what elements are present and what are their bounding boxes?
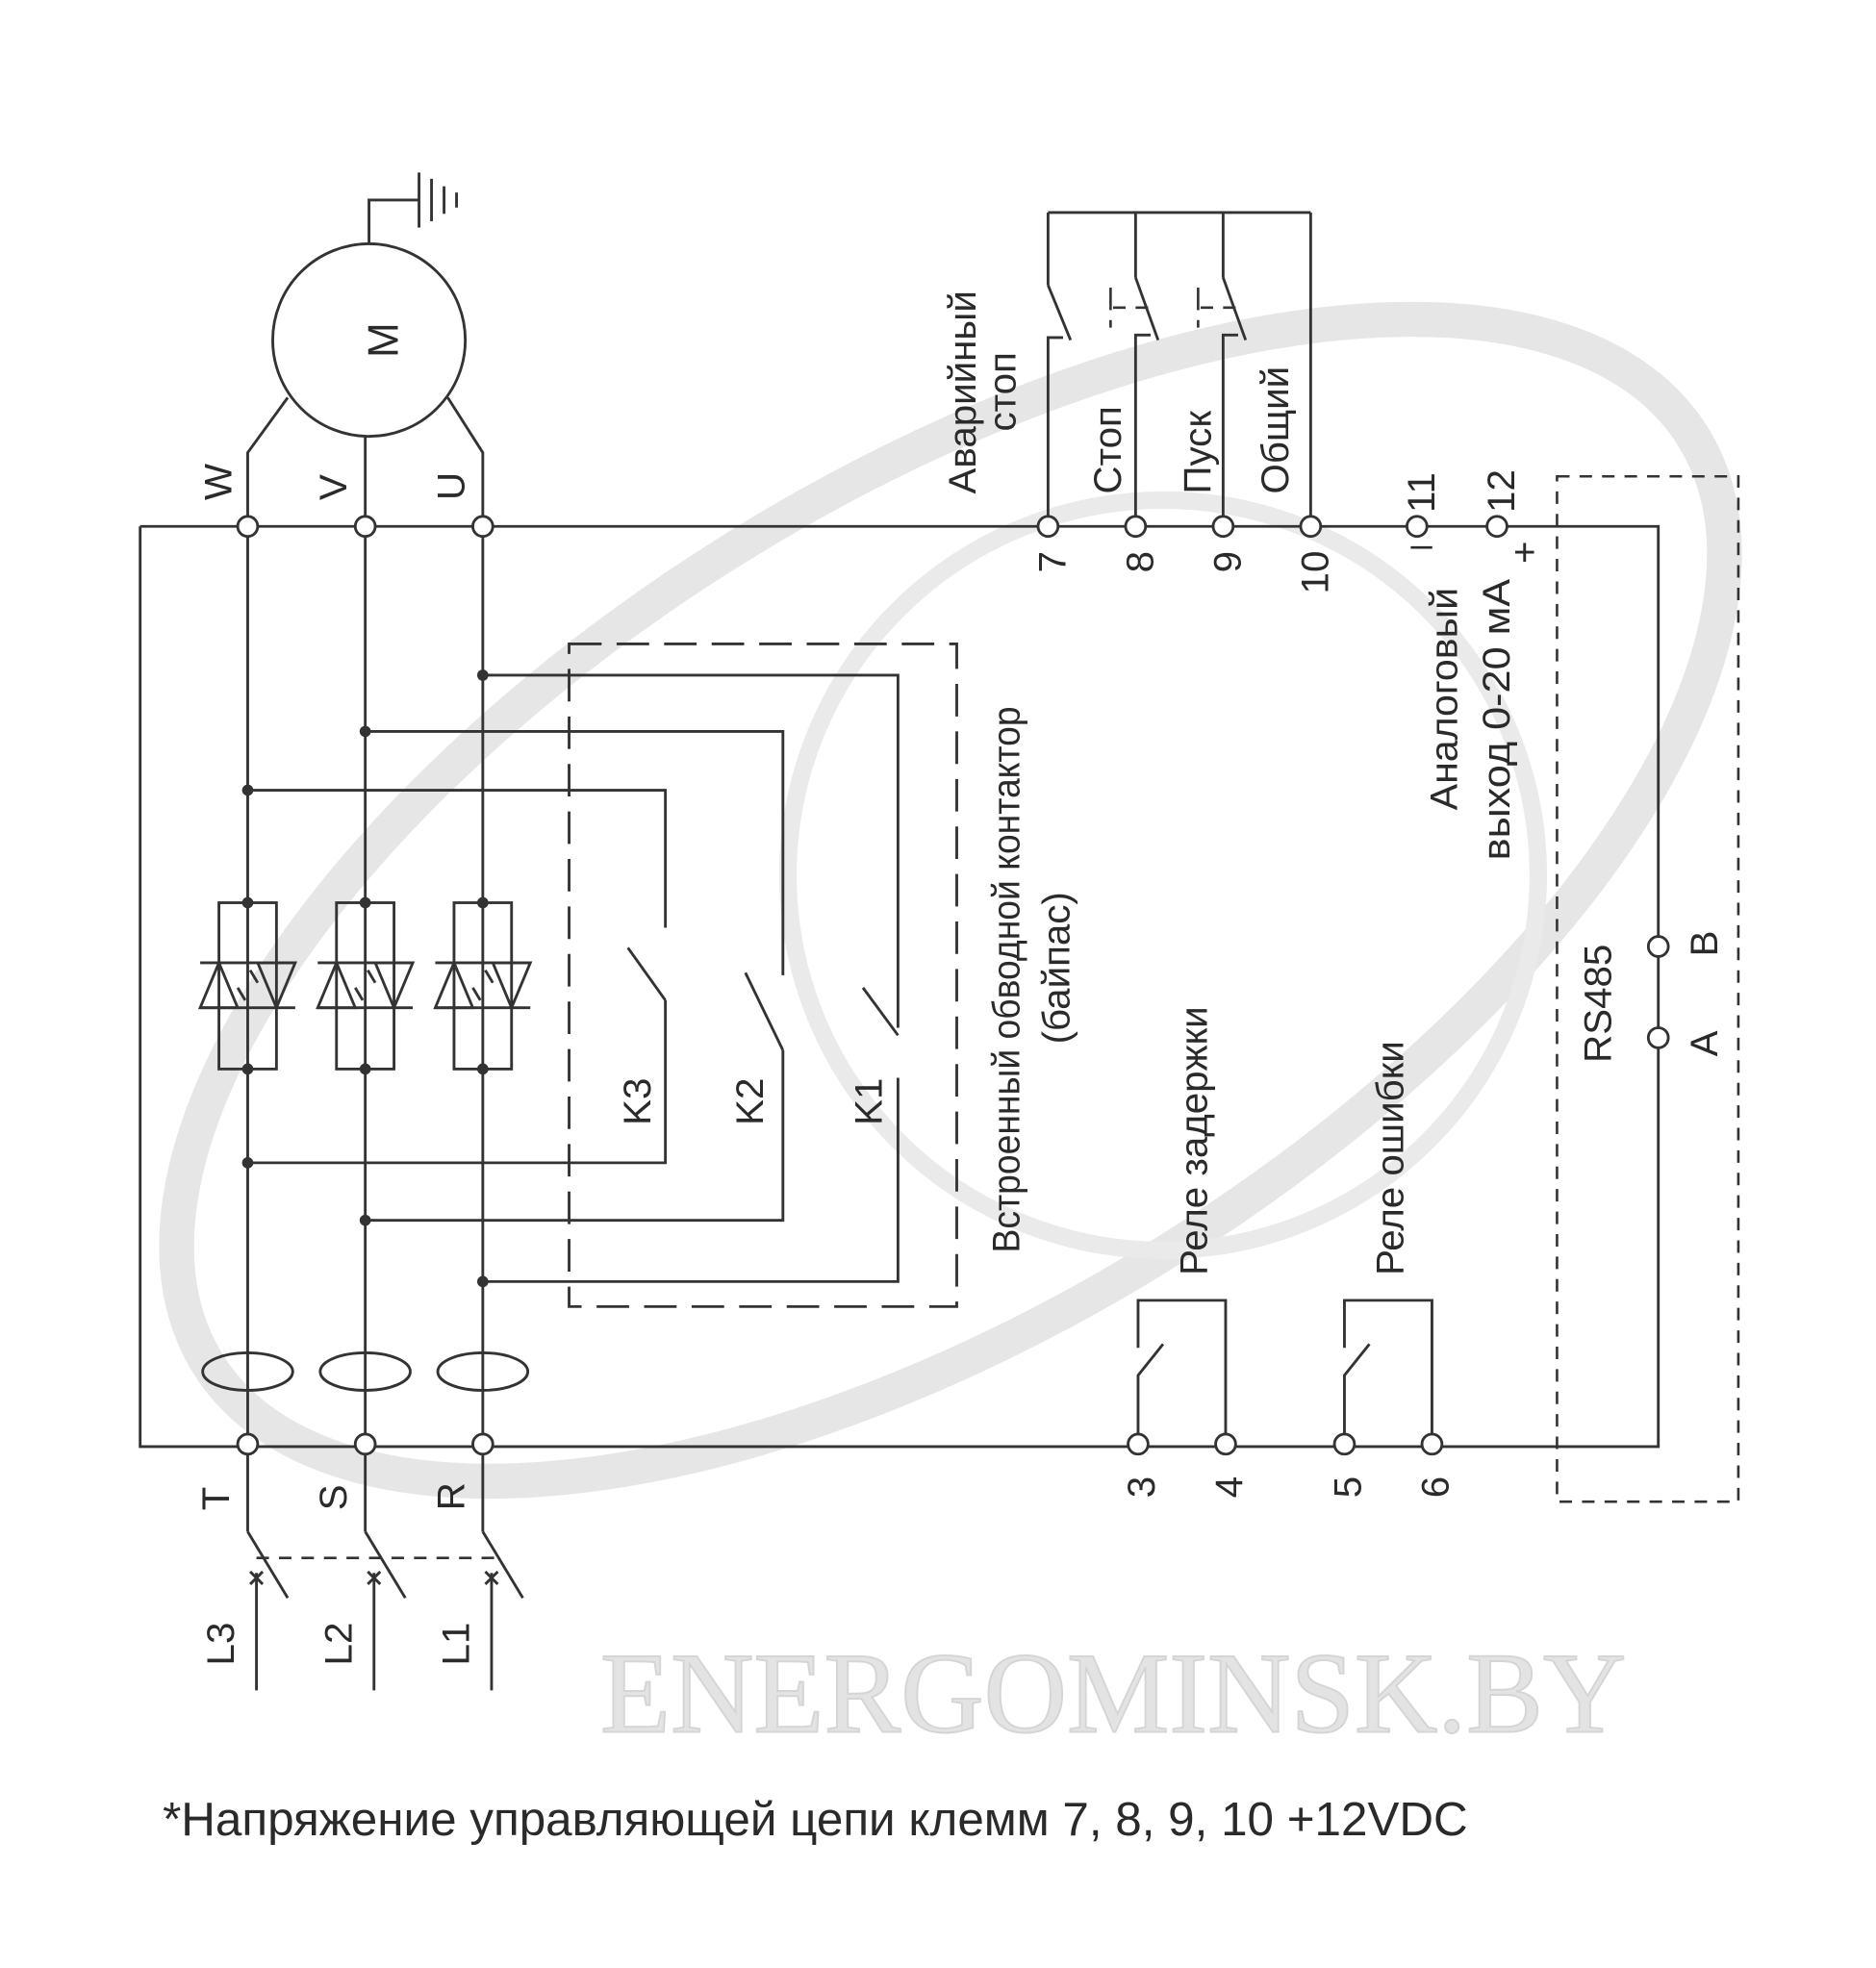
rs485-label: RS485 (1576, 945, 1619, 1063)
input-breaker (246, 1530, 524, 1691)
line-label-l3: L3 (199, 1623, 242, 1666)
control-buttons (1046, 211, 1312, 527)
common-label: Общий (1254, 366, 1297, 494)
delay-relay-label: Реле задержки (1172, 1006, 1215, 1275)
plus-sign: + (1513, 531, 1536, 574)
terminal-icon (1127, 1432, 1150, 1456)
line-label-l1: L1 (435, 1623, 478, 1666)
relay-contacts (1136, 1299, 1433, 1447)
terminal-number-11: 11 (1400, 472, 1443, 513)
terminal-number-8: 8 (1119, 551, 1162, 572)
terminal-number-4: 4 (1207, 1476, 1251, 1498)
terminal-icon (1124, 515, 1148, 539)
analog-output-label: Аналоговый (1422, 588, 1465, 810)
terminal-icon (471, 1432, 494, 1456)
terminal-icon (1406, 515, 1429, 539)
line-label-l2: L2 (317, 1623, 360, 1666)
rs485-a-label: A (1683, 1030, 1726, 1056)
thyristor-pair-icon (197, 896, 298, 1075)
emergency-stop-label-2: стоп (981, 352, 1025, 431)
start-label: Пуск (1176, 411, 1219, 494)
watermark: ENERGOMINSK.BY (159, 301, 1742, 1757)
thyristor-pair-icon (316, 896, 416, 1075)
terminal-label-t: T (194, 1487, 238, 1511)
bypass-label: Встроенный обводной контактор (984, 706, 1027, 1252)
terminal-icon (1332, 1432, 1356, 1456)
terminal-number-3: 3 (1120, 1476, 1163, 1498)
terminal-icon (236, 1432, 260, 1456)
bypass-contactor-box (568, 643, 958, 1308)
current-transformer-r (436, 1351, 530, 1392)
terminal-icon (1036, 515, 1060, 539)
terminal-icon (236, 515, 260, 539)
thyristor-pairs (197, 896, 533, 1075)
fault-relay-label: Реле ошибки (1369, 1041, 1412, 1275)
contact-k2: K2 (728, 1078, 772, 1125)
terminal-icon (1214, 1432, 1237, 1456)
watermark-text: ENERGOMINSK.BY (600, 1628, 1626, 1756)
emergency-stop-label: Аварийный (941, 290, 984, 493)
current-transformer-t (201, 1351, 294, 1392)
terminal-number-5: 5 (1326, 1476, 1369, 1498)
terminal-label-r: R (429, 1482, 472, 1510)
terminal-label-v: V (312, 474, 355, 500)
current-transformer-s (318, 1351, 412, 1392)
terminal-icon (353, 1432, 377, 1456)
terminal-number-7: 7 (1031, 551, 1075, 572)
terminals (236, 515, 1670, 1456)
terminal-icon (1420, 1432, 1444, 1456)
motor: M (246, 172, 485, 527)
starter-enclosure (139, 524, 1661, 1449)
thyristor-pair-icon (433, 896, 533, 1075)
terminal-icon (353, 515, 377, 539)
breaker-trip-mark-icon (249, 1570, 499, 1585)
terminal-icon (1299, 515, 1323, 539)
ground-icon (418, 172, 458, 228)
terminal-number-10: 10 (1294, 551, 1337, 594)
contact-k1: K1 (848, 1078, 891, 1125)
terminal-number-12: 12 (1480, 469, 1523, 513)
motor-label: M (360, 322, 407, 358)
analog-output-label-2: выход 0-20 мА (1475, 579, 1518, 861)
terminal-icon (1211, 515, 1235, 539)
terminal-icon (1485, 515, 1508, 539)
terminal-number-9: 9 (1206, 551, 1250, 572)
footnote: *Напряжение управляющей цепи клемм 7, 8,… (163, 1793, 1468, 1846)
bypass-wiring (241, 669, 900, 1288)
terminal-number-6: 6 (1413, 1476, 1457, 1498)
terminal-label-u: U (429, 472, 472, 500)
terminal-icon (1646, 1026, 1670, 1049)
terminal-label-w: W (197, 464, 241, 500)
terminal-icon (471, 515, 494, 539)
rs485-module-box (1556, 474, 1740, 1503)
contact-k3: K3 (616, 1078, 659, 1125)
rs485-b-label: B (1683, 931, 1726, 957)
stop-label: Стоп (1086, 406, 1129, 493)
terminal-icon (1646, 935, 1670, 958)
bypass-label-sub: (байпас) (1034, 892, 1077, 1044)
terminal-label-s: S (312, 1484, 355, 1510)
